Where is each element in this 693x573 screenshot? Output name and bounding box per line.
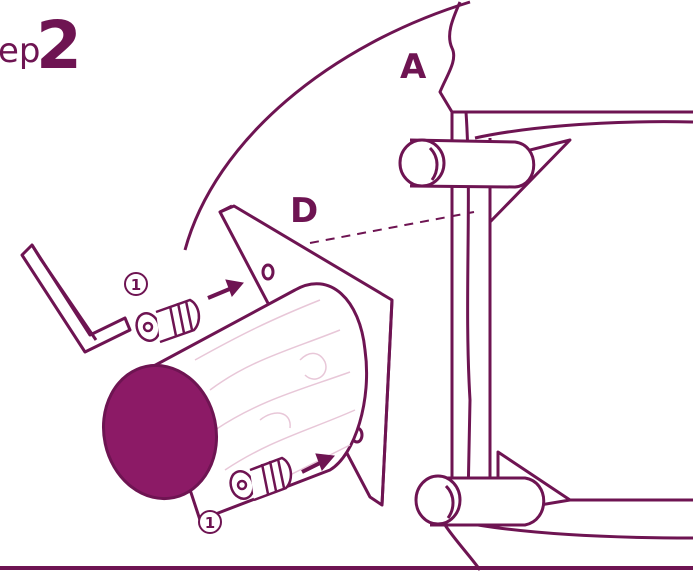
top-roller [398,138,536,189]
screw-top [135,298,201,344]
callout-bottom: 1 [198,510,222,534]
label-d: D [290,191,318,231]
screw-bottom [229,456,293,502]
callout-bottom-number: 1 [205,514,215,532]
leg-end-cap [101,363,219,501]
bottom-roller [414,474,546,527]
wooden-leg [101,282,369,522]
alignment-line [309,211,475,244]
step-word: ep [0,31,41,71]
plate-hole-top [261,263,275,281]
step-number: 2 [36,7,82,84]
callout-top-number: 1 [131,276,141,294]
label-a: A [400,47,427,87]
arrow-top-icon [207,279,244,300]
step-heading: ep 2 [0,7,82,84]
callout-top: 1 [124,272,148,296]
arrow-bottom-icon [301,453,335,474]
hex-key-icon [20,243,132,354]
